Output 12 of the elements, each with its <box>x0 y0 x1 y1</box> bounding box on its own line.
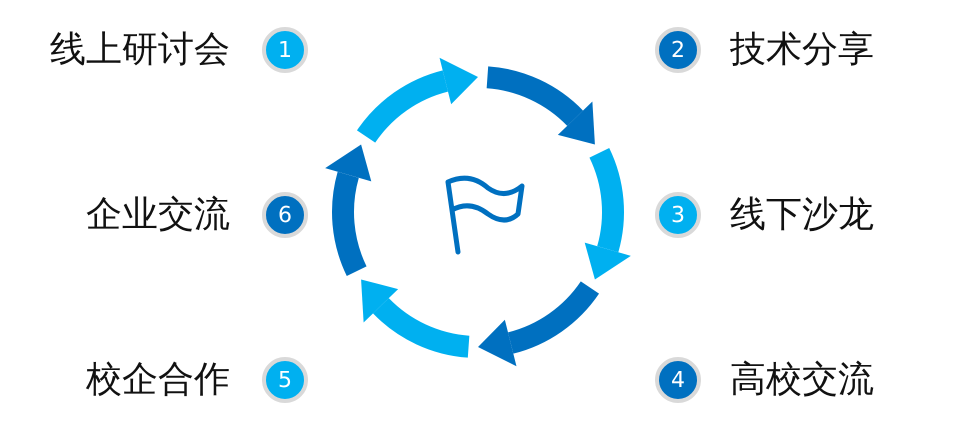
item-label: 高校交流 <box>730 358 874 402</box>
item-label: 技术分享 <box>730 28 874 72</box>
number-circle: 1 <box>262 27 308 73</box>
number-circle: 4 <box>655 357 701 403</box>
item-label: 线上研讨会 <box>50 28 230 72</box>
number-circle: 2 <box>655 27 701 73</box>
number-circle: 6 <box>262 192 308 238</box>
item-label: 线下沙龙 <box>730 193 874 237</box>
number-circle: 5 <box>262 357 308 403</box>
item-label: 企业交流 <box>86 193 230 237</box>
item-label: 校企合作 <box>86 358 230 402</box>
number-circle: 3 <box>655 192 701 238</box>
